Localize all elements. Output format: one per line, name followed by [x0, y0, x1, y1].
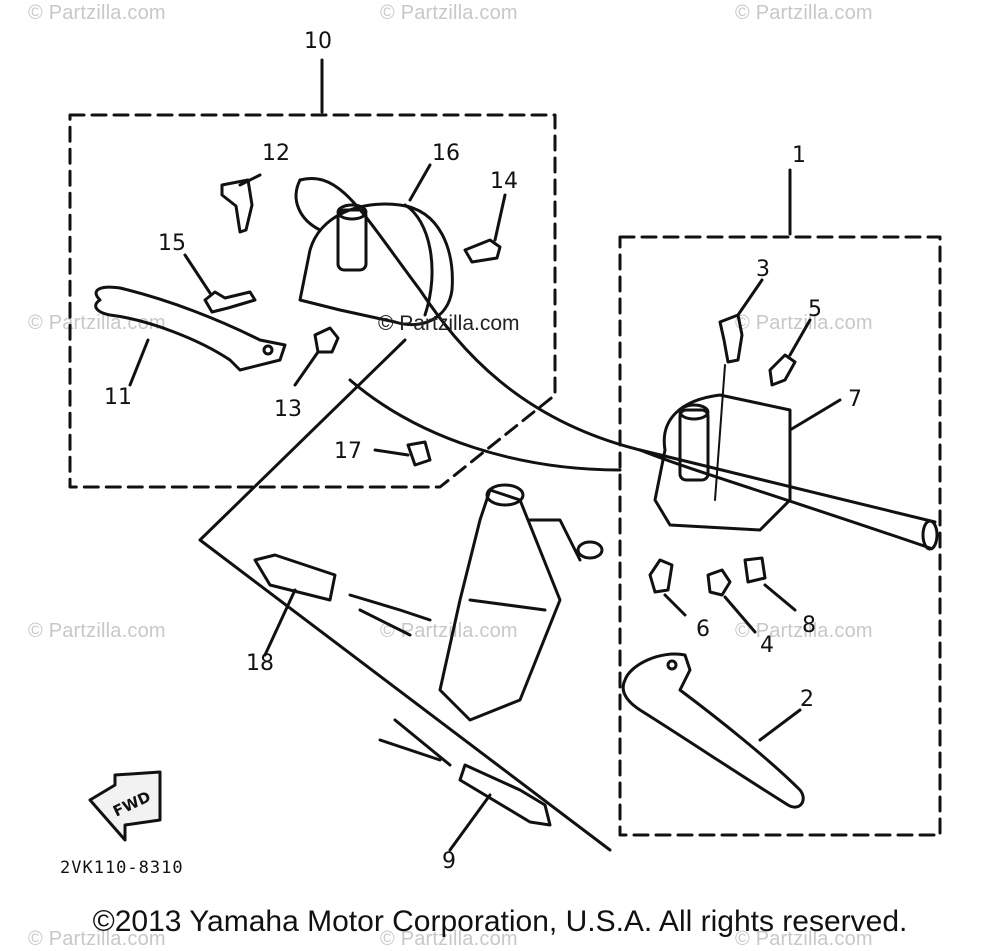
copyright-notice: ©2013 Yamaha Motor Corporation, U.S.A. A… — [92, 905, 908, 938]
callout-10: 10 — [304, 29, 332, 54]
left-bracket-16 — [298, 202, 454, 327]
callout-15: 15 — [158, 231, 186, 256]
bolt-6 — [648, 558, 674, 594]
callout-16: 16 — [432, 141, 460, 166]
part-code: 2VK110-8310 — [60, 858, 184, 878]
watermark-bottom-right: © Partzilla.com — [735, 928, 873, 950]
bolt-15 — [203, 290, 257, 314]
watermark-low-right: © Partzilla.com — [735, 620, 873, 642]
watermark-top-left: © Partzilla.com — [28, 2, 166, 24]
callout-12: 12 — [262, 141, 290, 166]
screw-14 — [463, 238, 502, 264]
switch-18 — [253, 553, 337, 602]
steering-column — [438, 488, 562, 722]
assembly-10-boundary — [68, 113, 557, 489]
callout-11: 11 — [104, 385, 132, 410]
watermark-mid-right: © Partzilla.com — [735, 312, 873, 334]
right-bracket-7 — [653, 393, 792, 532]
screw-3 — [718, 313, 744, 364]
callout-14: 14 — [490, 169, 518, 194]
nut-4 — [706, 568, 732, 597]
screw-8 — [743, 556, 767, 584]
watermark-bottom-center: © Partzilla.com — [380, 928, 518, 950]
watermark-top-right: © Partzilla.com — [735, 2, 873, 24]
watermark-low-center: © Partzilla.com — [380, 620, 518, 642]
watermark-top-center: © Partzilla.com — [380, 2, 518, 24]
nut-13 — [313, 326, 340, 354]
watermark-bottom-left: © Partzilla.com — [28, 928, 166, 950]
right-lever-2 — [621, 652, 805, 809]
callout-9: 9 — [442, 849, 456, 874]
callout-8: 8 — [802, 613, 816, 638]
assembly-1-boundary — [618, 235, 942, 837]
callout-13: 13 — [274, 397, 302, 422]
callout-5: 5 — [808, 297, 822, 322]
callout-6: 6 — [696, 617, 710, 642]
callout-17: 17 — [334, 439, 362, 464]
switch-9 — [458, 763, 552, 827]
handlebar — [298, 177, 937, 524]
fwd-arrow-icon — [88, 770, 162, 842]
callout-2: 2 — [800, 687, 814, 712]
bolt-17 — [406, 440, 432, 467]
left-lever-11 — [94, 285, 287, 372]
callout-7: 7 — [848, 387, 862, 412]
center-watermark: © Partzilla.com — [378, 312, 520, 335]
watermark-low-left: © Partzilla.com — [28, 620, 166, 642]
screw-5 — [768, 353, 797, 387]
callout-1: 1 — [792, 143, 806, 168]
screw-12 — [220, 178, 254, 234]
callout-18: 18 — [246, 651, 274, 676]
callout-3: 3 — [756, 257, 770, 282]
callout-4: 4 — [760, 633, 774, 658]
